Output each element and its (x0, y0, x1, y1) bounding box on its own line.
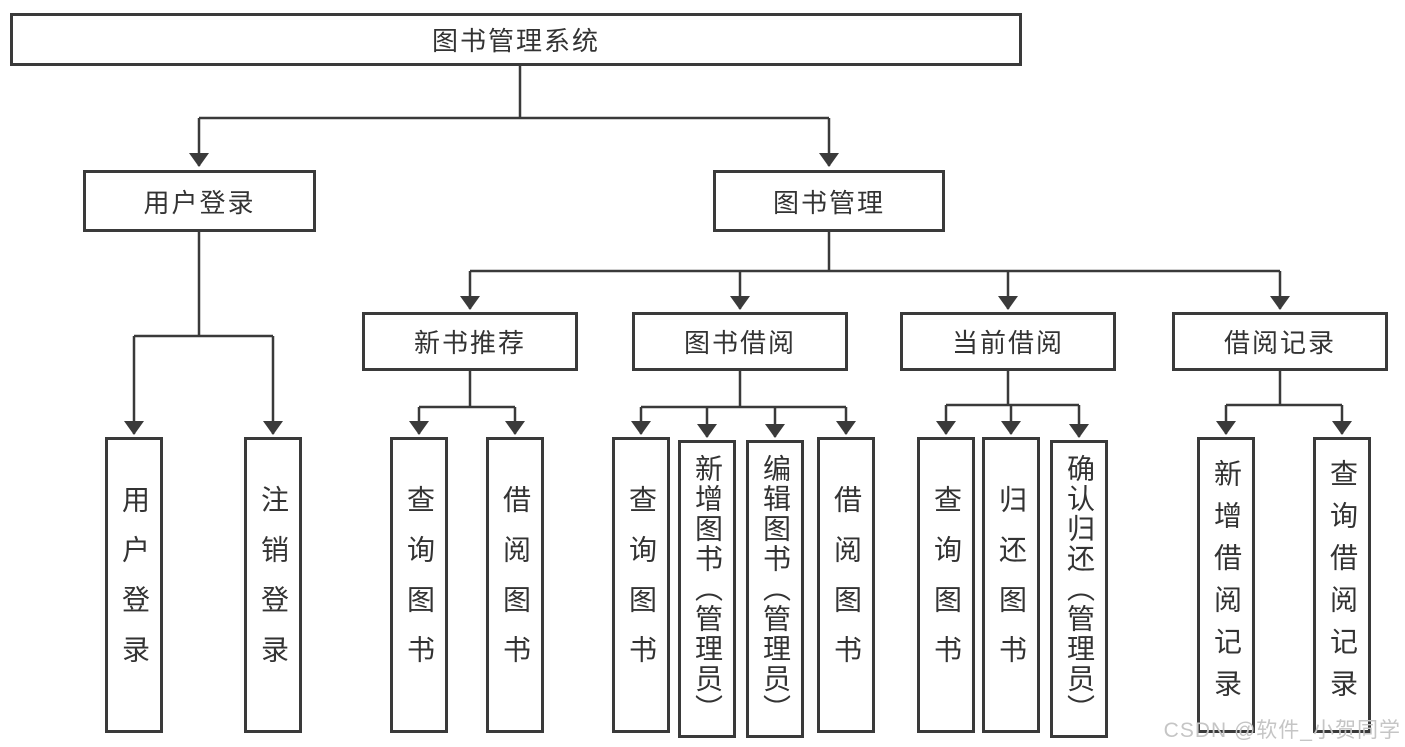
leaf-borrow-book: 借阅图书 (817, 437, 875, 733)
node-label: 查询图书 (404, 485, 435, 685)
node-label: 借阅记录 (1223, 328, 1336, 358)
leaf-recommend-borrow-book: 借阅图书 (486, 437, 544, 733)
leaf-return-book: 归还图书 (982, 437, 1040, 733)
node-book-borrowing: 图书借阅 (632, 312, 848, 371)
node-label: 新增借阅记录 (1211, 459, 1242, 711)
node-label: 用户登录 (143, 187, 256, 218)
node-label: 编辑图书（管理员） (760, 454, 791, 724)
leaf-borrow-query-book: 查询图书 (612, 437, 670, 733)
leaf-confirm-return-admin: 确认归还（管理员） (1050, 440, 1108, 738)
node-new-book-recommend: 新书推荐 (362, 312, 578, 371)
node-borrowing-records: 借阅记录 (1172, 312, 1388, 371)
node-label: 图书管理系统 (431, 26, 600, 56)
node-label: 归还图书 (996, 485, 1027, 685)
leaf-logout: 注销登录 (244, 437, 302, 733)
node-label: 图书管理 (772, 187, 885, 218)
leaf-query-borrow-record: 查询借阅记录 (1313, 437, 1371, 733)
node-label: 用户登录 (119, 485, 150, 685)
leaf-edit-book-admin: 编辑图书（管理员） (746, 440, 804, 738)
node-label: 查询图书 (626, 485, 657, 685)
node-label: 借阅图书 (831, 485, 862, 685)
node-label: 借阅图书 (500, 485, 531, 685)
node-library-system: 图书管理系统 (10, 13, 1022, 66)
node-label: 查询图书 (931, 485, 962, 685)
leaf-current-query-book: 查询图书 (917, 437, 975, 733)
node-label: 新书推荐 (413, 328, 526, 358)
node-label: 确认归还（管理员） (1064, 454, 1095, 724)
node-label: 查询借阅记录 (1327, 459, 1358, 711)
node-user-login: 用户登录 (83, 170, 316, 232)
node-label: 注销登录 (258, 485, 289, 685)
node-current-borrowing: 当前借阅 (900, 312, 1116, 371)
node-book-management: 图书管理 (713, 170, 945, 232)
node-label: 新增图书（管理员） (692, 454, 723, 724)
csdn-watermark: CSDN @软件_小贺同学 (1163, 719, 1401, 742)
leaf-user-login: 用户登录 (105, 437, 163, 733)
leaf-add-book-admin: 新增图书（管理员） (678, 440, 736, 738)
leaf-add-borrow-record: 新增借阅记录 (1197, 437, 1255, 733)
leaf-recommend-query-book: 查询图书 (390, 437, 448, 733)
node-label: 当前借阅 (951, 328, 1064, 358)
node-label: 图书借阅 (683, 328, 796, 358)
